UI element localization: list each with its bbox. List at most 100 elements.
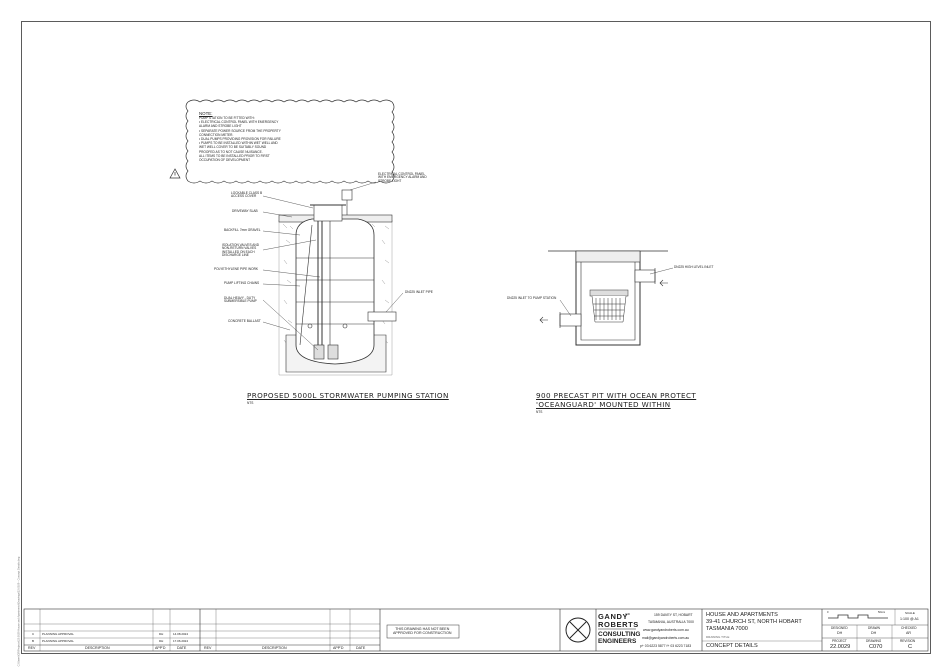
scale-bar-end: 50mm (878, 611, 886, 614)
note-line: WET WELL COVER TO BE SUITABLY SOUND (199, 145, 267, 150)
appd-header: APP'D (155, 646, 166, 650)
construction-stamp: THIS DRAWING HAS NOT BEEN APPROVED FOR C… (393, 627, 452, 635)
label-inlet: DN225 INLET PIPE (405, 290, 433, 294)
company-address-1: 159 DAVEY ST, HOBART (654, 613, 693, 617)
scale-value: 1:100 @ A1 (900, 617, 919, 621)
note-line: ALL ITEMS TO BE INSTALLED PRIOR TO FIRST (199, 153, 270, 158)
company-line-3: CONSULTING (598, 631, 641, 638)
label-pipe-work: POLYETHYLENE PIPE WORK (214, 267, 259, 271)
label-high-inlet: DN225 HIGH LEVEL INLET (674, 265, 714, 269)
label-line: ISOLATION VALVES AND (222, 243, 260, 247)
note-line: CONNECTION METER. (199, 132, 234, 137)
stamp-line: APPROVED FOR CONSTRUCTION (393, 631, 452, 635)
appd-header: APP'D (333, 646, 344, 650)
label-line: ACCESS COVER (231, 194, 257, 199)
company-logo-icon (565, 617, 591, 643)
project-line: HOUSE AND APARTMENTS (706, 612, 778, 618)
label-line: DISCHARGE LINE (222, 253, 249, 258)
checked-label: CHECKED (901, 626, 917, 630)
label-backfill: BACKFILL 7mm GRAVEL (224, 228, 261, 232)
company-email-link[interactable]: mail@gandyandroberts.com.au (642, 636, 690, 640)
label-line: SUBMERSIBLE PUMP (224, 299, 257, 304)
rev-cell: B (32, 639, 35, 643)
label-line: STROBE LIGHT (378, 178, 402, 183)
drawing-label: DRAWING (866, 639, 882, 643)
drawing-title-label: DRAWING TITLE (706, 635, 730, 639)
scale-bar-start: 0 (827, 611, 829, 614)
note-cloud (185, 99, 395, 184)
company-line-4: ENGINEERS (598, 638, 637, 645)
company-name-2: ROBERTS (598, 620, 639, 629)
rev-header: REV (28, 646, 36, 650)
note-heading: NOTE: (199, 111, 213, 116)
designed-label: DESIGNED (831, 626, 848, 630)
label-line: INSTALLED ON EACH (222, 249, 255, 254)
label-chains: PUMP LIFTING CHAINS (224, 281, 260, 285)
scale-label: SCALE (905, 611, 915, 615)
label-valves: ISOLATION VALVES AND NON-RETURN VALVES I… (222, 243, 260, 258)
checked-value: AR (906, 631, 911, 635)
designed-value: DH (837, 631, 843, 635)
rev-description-cell: PLANNING APPROVAL (42, 639, 74, 643)
title-block-lines (23, 608, 929, 652)
label-driveway: DRIVEWAY SLAB (232, 209, 258, 213)
pump-station-title: PROPOSED 5000L STORMWATER PUMPING STATIO… (247, 391, 449, 400)
rev-date-cell: 14.08.2024 (173, 632, 189, 636)
company-phone: p+ 03 6223 5877 f+ 03 6223 7183 (640, 644, 692, 648)
file-path-side-text: C:\Users\GR\Projects\22.0029 House and A… (17, 556, 21, 667)
drawing-title: CONCEPT DETAILS (706, 643, 758, 649)
pit-title-line2: 'OCEANGUARD' MOUNTED WITHIN (536, 400, 671, 409)
rev-date-cell: 17.06.2024 (173, 639, 189, 643)
label-control-panel: ELECTRICAL CONTROL PANEL WITH EMERGENCY … (378, 172, 427, 183)
rev-appd-cell: DH (159, 632, 164, 636)
warning-triangle-icon (169, 168, 181, 179)
description-header: DESCRIPTION (262, 646, 287, 650)
project-number: 22.0029 (830, 644, 851, 650)
rev-description-cell: PLANNING APPROVAL (42, 632, 74, 636)
revision-label: REVISION (900, 639, 916, 643)
pit-scale: NTS (536, 410, 543, 414)
label-line: DUAL HEAVY - DUTY (224, 296, 256, 300)
label-line: WITH EMERGENCY ALARM AND (378, 175, 427, 180)
label-ballast: CONCRETE BALLAST (228, 319, 261, 323)
note-line: • SEPARATE POWER SOURCE FROM THE PROPERT… (199, 128, 281, 133)
stamp-line: THIS DRAWING HAS NOT BEEN (395, 627, 450, 631)
pump-station-scale: NTS (247, 401, 254, 405)
label-line: NON-RETURN VALVES (222, 246, 257, 251)
label-line: ELECTRICAL CONTROL PANEL (378, 172, 425, 176)
company-web-link[interactable]: www.gandyandroberts.com.au (643, 628, 689, 632)
drawn-label: DRAWN (868, 626, 880, 630)
date-header: DATE (177, 646, 187, 650)
pump-station-drawing (262, 181, 404, 376)
pit-title-line1: 900 PRECAST PIT WITH OCEAN PROTECT (536, 391, 697, 400)
note-line: OCCUPATION OF DEVELOPMENT (199, 158, 251, 162)
description-header: DESCRIPTION (85, 646, 110, 650)
oceanguard-basket (589, 289, 629, 323)
note-line: PUMP STATION TO BE FITTED WITH: (199, 116, 255, 120)
pit-drawing (539, 250, 674, 346)
project-label: PROJECT (832, 639, 847, 643)
rev-cell: C (32, 632, 35, 636)
note-line: • DUAL PUMPS PROVIDING PROVISION FOR FAI… (199, 137, 281, 141)
company-name-1: GANDY (598, 612, 629, 621)
note-line: PROOFED AS TO NOT CAUSE NUISANCE. (199, 149, 263, 154)
sheet-border (21, 21, 931, 654)
company-and: AND (625, 613, 631, 616)
drawn-value: DH (871, 631, 877, 635)
note-line: ALARM AND STROBE LIGHT (199, 124, 242, 129)
date-header: DATE (356, 646, 366, 650)
note-line: • ELECTRICAL CONTROL PANEL WITH EMERGENC… (199, 120, 279, 125)
rev-header: REV (204, 646, 212, 650)
label-line: LOCKABLE CLASS B (231, 191, 263, 195)
revision-value: C (908, 644, 913, 650)
label-pumps: DUAL HEAVY - DUTY SUBMERSIBLE PUMP (224, 296, 257, 304)
company-address-2: TASMANIA, AUSTRALIA 7000 (648, 620, 694, 624)
label-access-cover: LOCKABLE CLASS B ACCESS COVER (231, 191, 263, 199)
label-inlet-to-pump: DN225 INLET TO PUMP STATION (507, 296, 557, 300)
note-line: • PUMPS TO BE INSTALLED WITHIN WET WELL … (199, 141, 278, 146)
rev-appd-cell: DH (159, 639, 164, 643)
project-line: TASMANIA 7000 (706, 626, 748, 632)
drawing-number: C070 (869, 644, 883, 650)
